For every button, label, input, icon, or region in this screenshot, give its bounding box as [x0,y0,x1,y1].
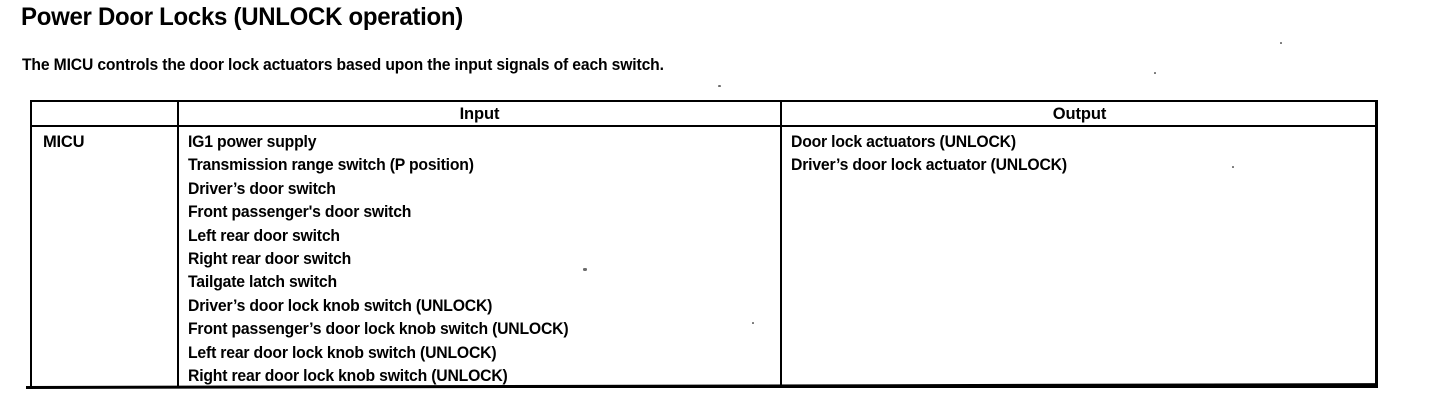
list-item: IG1 power supply [188,133,317,151]
output-actuator-list: Door lock actuators (UNLOCK) Driver’s do… [791,131,1377,178]
list-item: Driver’s door lock actuator (UNLOCK) [791,156,1067,175]
list-item: Left rear door switch [188,226,340,245]
column-header-input: Input [177,102,780,127]
cell-output: Door lock actuators (UNLOCK) Driver’s do… [780,127,1377,388]
list-item: Front passenger's door switch [188,203,412,222]
list-item: Driver’s door switch [188,179,336,198]
list-item: Transmission range switch (P position) [188,156,474,175]
list-item: Left rear door lock knob switch (UNLOCK) [188,343,497,362]
scan-speckle [752,322,754,324]
table-row: MICU IG1 power supply Transmission range… [32,127,1375,388]
cell-unit: MICU [32,127,177,388]
list-item: Right rear door switch [188,250,352,269]
unit-label: MICU [43,133,85,151]
cell-input: IG1 power supply Transmission range swit… [177,127,780,388]
table-header-row: Input Output [32,102,1375,127]
page-title: Power Door Locks (UNLOCK operation) [21,3,463,31]
scan-speckle [718,85,721,87]
list-item: Tailgate latch switch [188,273,337,292]
column-header-unit [32,102,177,127]
scan-speckle [1232,166,1234,168]
scan-speckle [1280,42,1282,44]
input-signal-list: IG1 power supply Transmission range swit… [188,131,780,388]
scan-speckle [1154,72,1156,74]
list-item: Right rear door lock knob switch (UNLOCK… [188,367,508,386]
input-output-table: Input Output MICU IG1 power supply Trans… [30,100,1378,388]
list-item: Driver’s door lock knob switch (UNLOCK) [188,296,493,315]
intro-paragraph: The MICU controls the door lock actuator… [22,56,664,74]
list-item: Front passenger’s door lock knob switch … [188,320,569,339]
scan-speckle [583,268,587,271]
column-header-output: Output [780,102,1377,127]
list-item: Door lock actuators (UNLOCK) [791,133,1016,151]
